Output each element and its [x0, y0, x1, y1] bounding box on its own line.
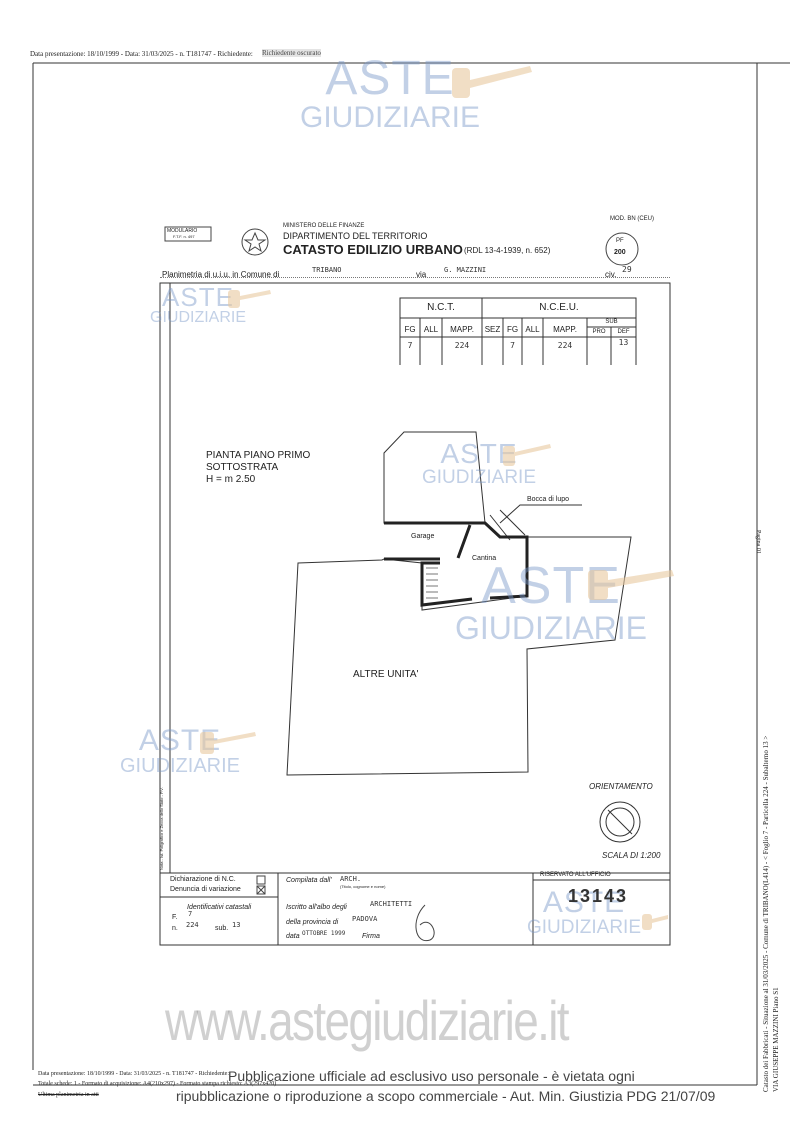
form-title: CATASTO EDILIZIO URBANO	[283, 242, 463, 257]
col-fg2: FG	[506, 325, 519, 334]
col-pro: PRO	[592, 329, 606, 335]
sub-header: SUB	[605, 319, 618, 325]
col-fg: FG	[404, 325, 416, 334]
watermark-aste: ASTE GIUDIZIARIE	[527, 886, 642, 938]
stamp-top: PF	[616, 238, 624, 244]
col-sez: SEZ	[484, 325, 501, 334]
checkbox-variazione	[256, 885, 266, 895]
riservato-label: RISERVATO ALL'UFFICIO	[540, 872, 611, 878]
val-def: 13	[618, 338, 629, 347]
modulario-sub: F.T.F. n. 497	[173, 234, 195, 239]
via-label: via	[416, 270, 427, 279]
scale-label: SCALA DI 1:200	[602, 851, 661, 860]
bottom-line-3: Ultima planimetria in atti	[38, 1092, 99, 1098]
orientation-label: ORIENTAMENTO	[589, 782, 653, 791]
ministry: MINISTERO DELLE FINANZE	[283, 223, 365, 229]
other-units-label: ALTRE UNITA'	[353, 669, 419, 680]
val-mapp2: 224	[557, 341, 573, 350]
gavel-icon	[642, 914, 652, 930]
provincia-value: PADOVA	[352, 915, 378, 923]
emblem-icon	[241, 228, 269, 256]
protocol-number: 13143	[568, 886, 629, 906]
f-label: F.	[172, 914, 178, 921]
firma-label: Firma	[362, 933, 380, 940]
plan-label: Planimetria di u.i.u. in Comune di	[162, 270, 280, 279]
comune-value: TRIBANO	[312, 266, 342, 274]
checkbox-nc	[256, 875, 266, 885]
col-mapp2: MAPP.	[553, 325, 577, 334]
bocca-label: Bocca di lupo	[527, 496, 570, 503]
f-value: 7	[188, 910, 193, 918]
data-value: OTTOBRE 1999	[302, 930, 346, 937]
watermark-site: www.astegiudiziarie.it	[165, 989, 570, 1052]
stamp-number: 200	[614, 249, 626, 256]
form-title-ref: (RDL 13-4-1939, n. 652)	[464, 246, 551, 255]
compilata-value: ARCH.	[340, 875, 362, 883]
watermark-aste: ASTE GIUDIZIARIE	[150, 282, 247, 326]
gavel-icon	[588, 570, 608, 600]
val-fg2: 7	[510, 341, 515, 350]
denuncia-label: Denuncia di variazione	[170, 886, 241, 893]
dotted-rule	[160, 277, 670, 278]
identificativi-label: Identificativi catastali	[187, 904, 252, 911]
col-def: DEF	[617, 329, 630, 335]
compass-icon	[599, 801, 641, 843]
header-requester-redacted: Richiedente oscurato	[262, 49, 321, 57]
val-fg: 7	[407, 341, 413, 350]
compilata-hint: (Titolo, cognome e nome)	[340, 884, 386, 889]
iscritto-value: ARCHITETTI	[370, 900, 413, 908]
stamp-circle	[605, 232, 639, 266]
plan-title-3: H = m 2.50	[206, 474, 256, 485]
nct-header: N.C.T.	[427, 302, 455, 313]
sub-value: 13	[232, 921, 241, 929]
signature	[415, 904, 435, 942]
gavel-icon	[228, 290, 240, 308]
model-code: MOD. BN (CEU)	[610, 216, 654, 222]
col-all: ALL	[423, 325, 439, 334]
gavel-icon	[503, 446, 515, 466]
col-mapp: MAPP.	[450, 325, 474, 334]
civ-value: 29	[622, 265, 632, 274]
bottom-line-2: Totale schede: 1 - Formato di acquisizio…	[38, 1081, 277, 1087]
gavel-icon	[452, 68, 470, 98]
civ-label: civ.	[605, 270, 617, 279]
gavel-icon	[200, 732, 214, 754]
provincia-label: della provincia di	[286, 919, 339, 926]
plan-title-2: SOTTOSTRATA	[206, 462, 279, 473]
n-label: n.	[172, 925, 178, 932]
data-label: data	[286, 933, 300, 940]
bottom-line-1: Data presentazione: 18/10/1999 - Data: 3…	[38, 1071, 230, 1077]
watermark-aste: ASTE GIUDIZIARIE	[120, 724, 241, 777]
watermark-aste: ASTE GIUDIZIARIE	[455, 557, 648, 646]
plan-title-1: PIANTA PIANO PRIMO	[206, 450, 311, 461]
n-value: 224	[186, 921, 199, 929]
watermark-aste: ASTE GIUDIZIARIE	[300, 52, 481, 134]
via-value: G. MAZZINI	[444, 266, 487, 274]
sub-label: sub.	[215, 925, 229, 932]
notice-line-1: Pubblicazione ufficiale ad esclusivo uso…	[228, 1068, 635, 1084]
header-line: Data presentazione: 18/10/1999 - Data: 3…	[30, 50, 253, 58]
val-mapp: 224	[454, 341, 470, 350]
modulario-label: MODULARIO	[167, 228, 198, 234]
iscritto-label: Iscritto all'albo degli	[286, 904, 347, 911]
compilata-label: Compilata dall'	[286, 877, 332, 884]
room-garage: Garage	[411, 533, 435, 540]
nceu-header: N.C.E.U.	[539, 302, 579, 313]
dichiarazione-label: Dichiarazione di N.C.	[170, 876, 236, 883]
col-all2: ALL	[525, 325, 540, 334]
notice-line-2: ripubblicazione o riproduzione a scopo c…	[176, 1088, 716, 1104]
room-cantina: Cantina	[472, 555, 497, 562]
department: DIPARTIMENTO DEL TERRITORIO	[283, 231, 428, 241]
